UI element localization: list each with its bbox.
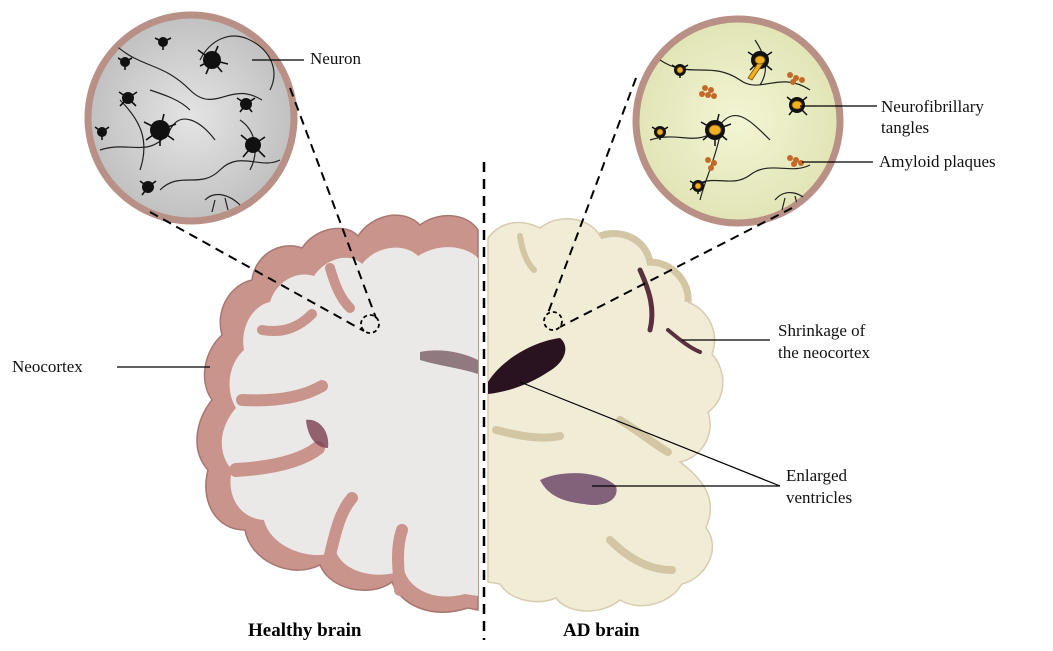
label-ventricles-line2: ventricles — [786, 487, 852, 508]
caption-healthy-brain: Healthy brain — [248, 620, 361, 642]
caption-ad-brain: AD brain — [563, 620, 640, 642]
label-plaques: Amyloid plaques — [879, 151, 996, 172]
ad-white-matter — [488, 219, 723, 611]
label-shrinkage-line1: Shrinkage of — [778, 320, 865, 341]
healthy-sulcus — [398, 530, 402, 590]
label-shrinkage-line2: the neocortex — [778, 342, 870, 363]
label-ventricles-line1: Enlarged — [786, 465, 847, 486]
label-neuron: Neuron — [310, 48, 361, 69]
healthy-brain-slice — [197, 215, 478, 612]
label-neocortex: Neocortex — [12, 356, 83, 377]
label-tangles-line1: Neurofibrillary — [881, 96, 984, 117]
label-tangles-line2: tangles — [881, 117, 929, 138]
healthy-neuron-inset — [88, 15, 294, 221]
ad-neuron-inset — [636, 19, 840, 223]
ad-brain-slice — [488, 219, 723, 611]
